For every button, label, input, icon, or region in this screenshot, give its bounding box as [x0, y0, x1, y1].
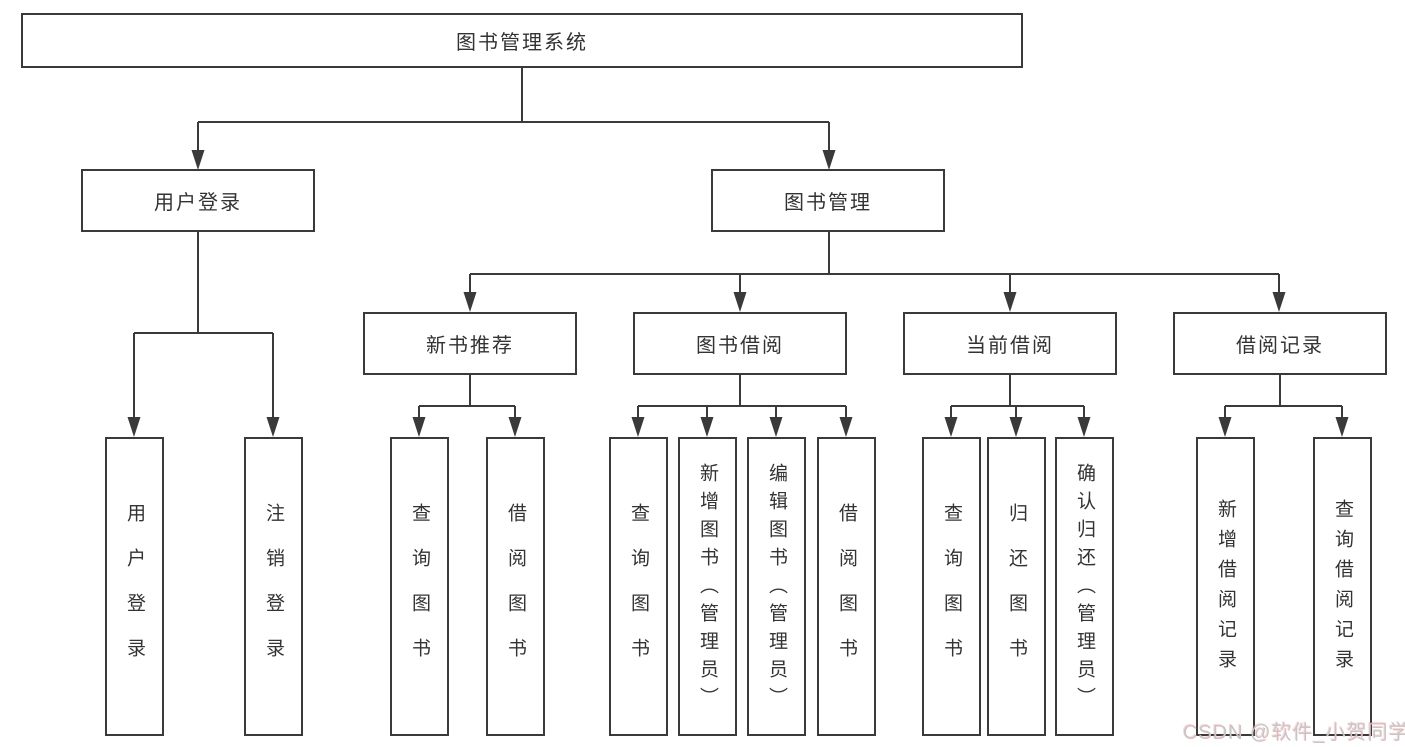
node-label: 用户登录: [124, 503, 145, 683]
node-leaf-query-books-rec: 查询图书: [390, 437, 449, 736]
node-user-login: 用户登录: [81, 169, 315, 232]
node-book-borrow: 图书借阅: [633, 312, 847, 375]
node-leaf-user-login: 用户登录: [105, 437, 164, 736]
node-label: 查询图书: [628, 503, 649, 683]
node-leaf-query-borrow-record: 查询借阅记录: [1313, 437, 1372, 736]
node-label: 用户登录: [154, 192, 242, 214]
node-leaf-return-books: 归还图书: [987, 437, 1046, 736]
node-label: 确认归还（管理员）: [1074, 462, 1095, 715]
node-leaf-add-borrow-record: 新增借阅记录: [1196, 437, 1255, 736]
node-book-management: 图书管理: [711, 169, 945, 232]
node-label: 新书推荐: [426, 335, 514, 357]
watermark: CSDN @软件_小贺同学: [1183, 722, 1405, 744]
node-leaf-confirm-return-admin: 确认归还（管理员）: [1055, 437, 1114, 736]
node-label: 查询图书: [941, 503, 962, 683]
node-new-book-recommend: 新书推荐: [363, 312, 577, 375]
node-leaf-add-books-admin: 新增图书（管理员）: [678, 437, 737, 736]
node-label: 编辑图书（管理员）: [766, 462, 787, 715]
node-root: 图书管理系统: [21, 13, 1023, 68]
node-leaf-borrow-books-rec: 借阅图书: [486, 437, 545, 736]
node-label: 注销登录: [263, 503, 284, 683]
node-label: 借阅图书: [836, 503, 857, 683]
node-leaf-logout: 注销登录: [244, 437, 303, 736]
node-label: 图书借阅: [696, 335, 784, 357]
node-label: 借阅图书: [505, 503, 526, 683]
node-leaf-query-books: 查询图书: [609, 437, 668, 736]
node-leaf-edit-books-admin: 编辑图书（管理员）: [747, 437, 806, 736]
node-label: 图书管理: [784, 192, 872, 214]
node-label: 新增图书（管理员）: [697, 462, 718, 715]
node-label: 当前借阅: [966, 335, 1054, 357]
node-leaf-borrow-books: 借阅图书: [817, 437, 876, 736]
node-label: 借阅记录: [1236, 335, 1324, 357]
node-label: 新增借阅记录: [1215, 499, 1236, 679]
node-label: 查询借阅记录: [1332, 499, 1353, 679]
node-borrow-record: 借阅记录: [1173, 312, 1387, 375]
node-leaf-query-books-current: 查询图书: [922, 437, 981, 736]
node-current-borrow: 当前借阅: [903, 312, 1117, 375]
node-label: 图书管理系统: [456, 32, 588, 54]
node-label: 查询图书: [409, 503, 430, 683]
node-label: 归还图书: [1006, 503, 1027, 683]
